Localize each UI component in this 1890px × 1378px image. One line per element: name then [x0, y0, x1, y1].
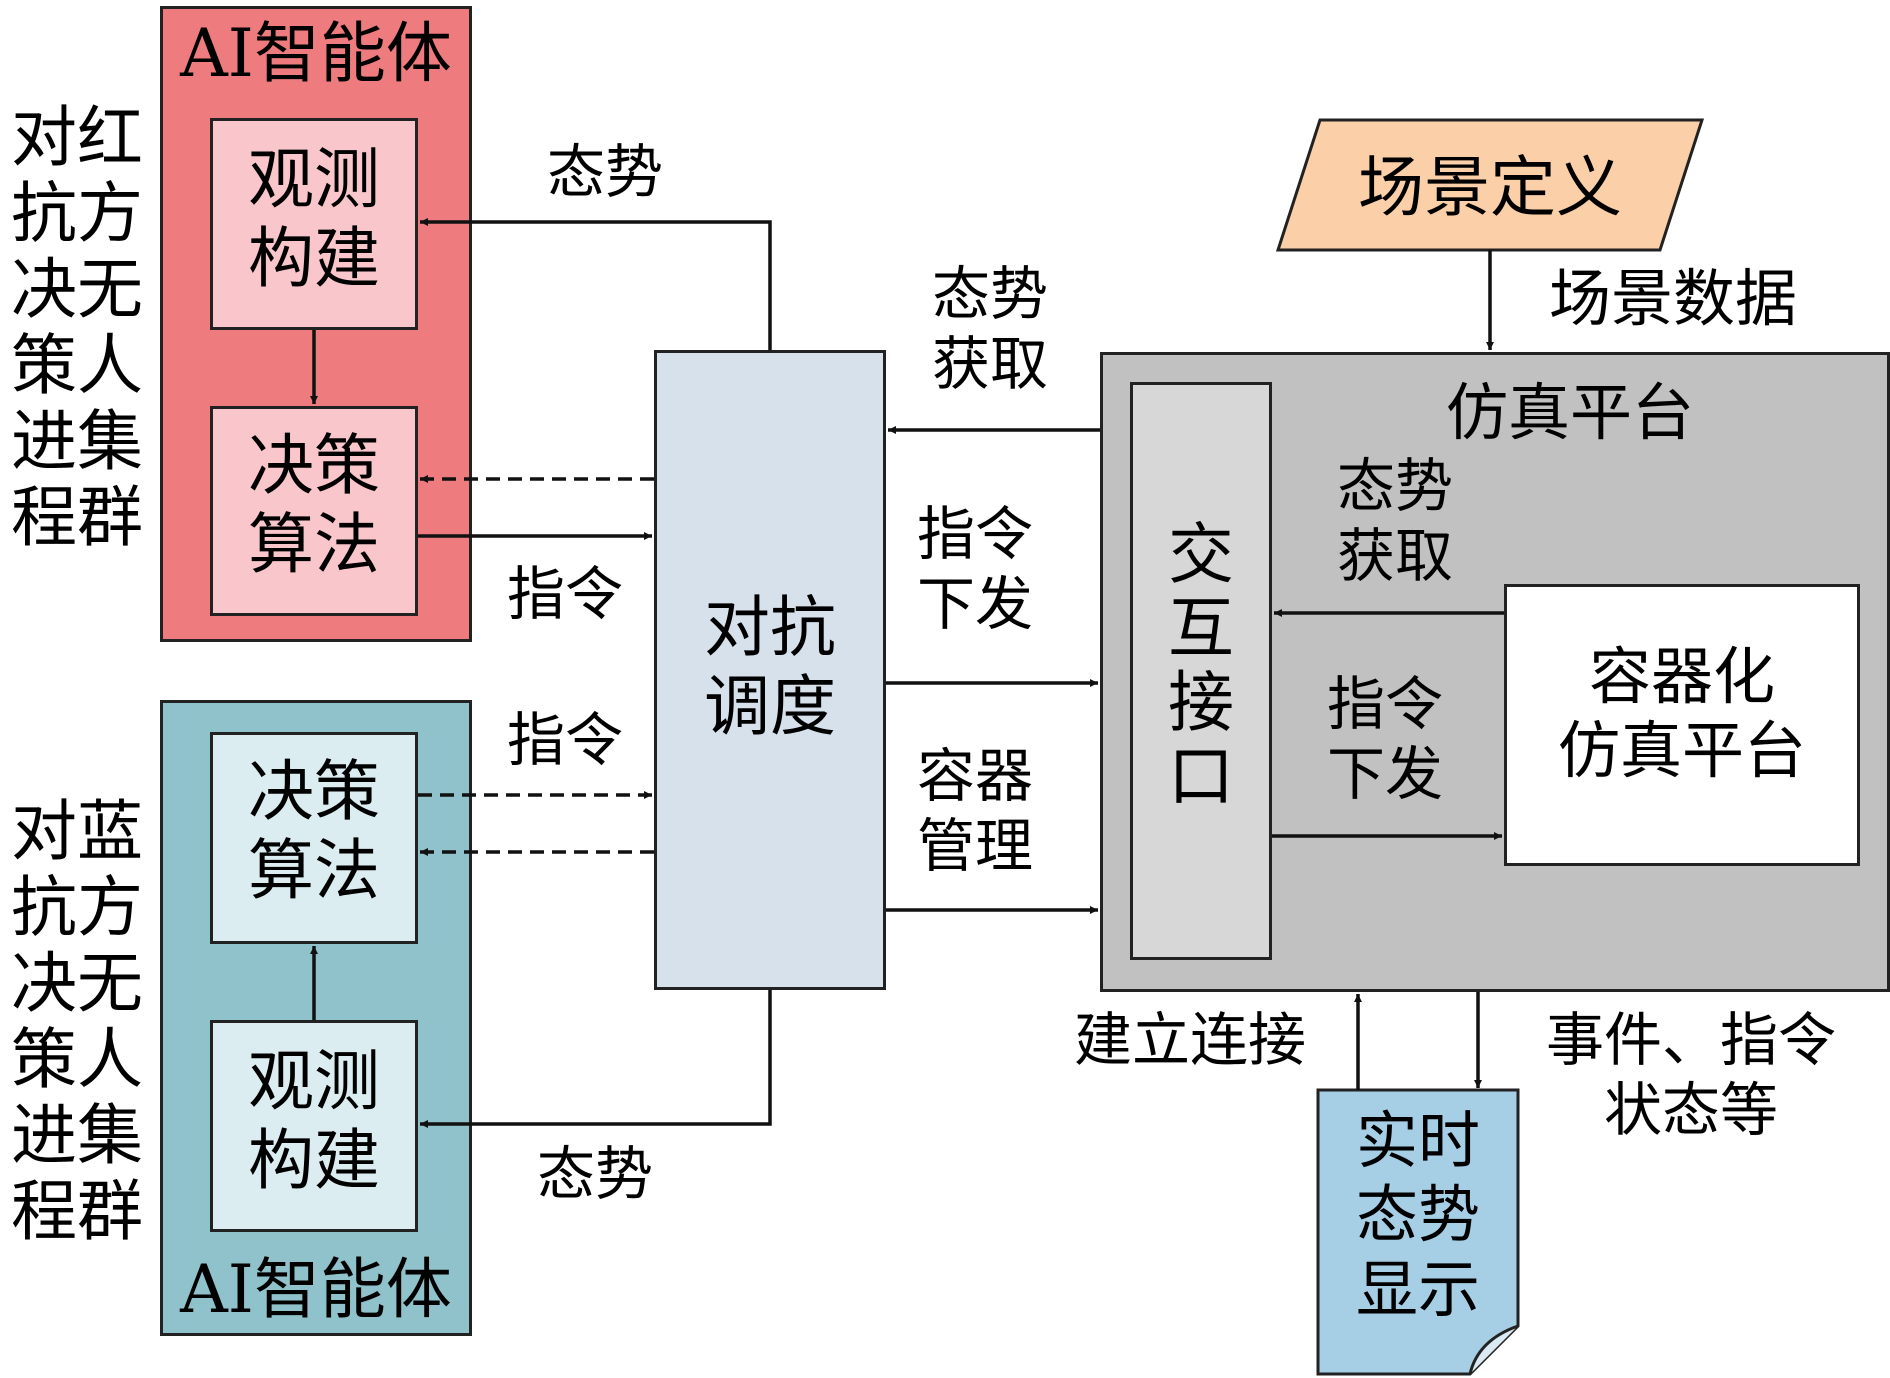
- interaction-interface-box: [1130, 382, 1272, 960]
- scenario-definition-label: 场景定义: [1358, 149, 1622, 226]
- red-situation-arrow: [420, 218, 772, 350]
- situation-acquire-label: 态势 获取: [931, 260, 1048, 398]
- label-line: 接: [1168, 664, 1234, 741]
- establish-connection-label: 建立连接: [1073, 1006, 1306, 1074]
- blue-decision-box: [210, 732, 418, 944]
- inner-command-issue-label: 指令 下发: [1326, 670, 1443, 808]
- label-line: 策人: [11, 1021, 143, 1098]
- adversarial-scheduler-box: [654, 350, 886, 990]
- realtime-display-label: 实时 态势 显示: [1355, 1104, 1480, 1326]
- label-line: 进集: [11, 1097, 143, 1174]
- interaction-interface-label: 交互接口: [1130, 518, 1272, 814]
- label-line: 策人: [11, 327, 143, 404]
- label-line: 抗方: [11, 175, 143, 252]
- label-line: 程群: [11, 1173, 143, 1250]
- inner-situation-acquire-label: 态势 获取: [1336, 452, 1453, 590]
- blue-observe-box: [210, 1020, 418, 1232]
- red-decision-box: [210, 406, 418, 616]
- label-line: 交: [1168, 516, 1234, 593]
- realtime-display-fold: [1468, 1324, 1519, 1375]
- red-ai-agent-title: AI智能体: [180, 15, 452, 92]
- red-situation-label: 态势: [546, 138, 663, 206]
- scenario-definition-shape: [1275, 118, 1705, 252]
- red-command-label: 指令: [506, 560, 623, 628]
- simulation-platform-title: 仿真平台: [1445, 376, 1694, 449]
- label-line: 进集: [11, 403, 143, 480]
- red-side-label: 对红抗方决无策人进集程群: [2, 100, 152, 556]
- command-issue-label: 指令 下发: [916, 500, 1033, 638]
- red-observe-label: 观测 构建: [248, 141, 380, 298]
- blue-observe-label: 观测 构建: [248, 1043, 380, 1200]
- blue-command-label: 指令: [506, 706, 623, 774]
- label-line: 互: [1168, 590, 1234, 667]
- label-line: 决无: [11, 251, 143, 328]
- containerized-sim-platform-box: [1504, 584, 1860, 866]
- blue-decision-label: 决策 算法: [248, 753, 380, 910]
- container-manage-label: 容器 管理: [916, 742, 1033, 880]
- blue-ai-agent-title: AI智能体: [180, 1251, 452, 1328]
- label-line: 对红: [11, 99, 143, 176]
- scenario-data-label: 场景数据: [1548, 262, 1797, 335]
- blue-situation-label: 态势: [536, 1140, 653, 1208]
- label-line: 口: [1168, 738, 1234, 815]
- blue-side-label: 对蓝抗方决无策人进集程群: [2, 794, 152, 1250]
- blue-situation-arrow: [420, 990, 772, 1128]
- label-line: 抗方: [11, 869, 143, 946]
- label-line: 决无: [11, 945, 143, 1022]
- containerized-sim-platform-label: 容器化 仿真平台: [1557, 640, 1806, 788]
- label-line: 程群: [11, 479, 143, 556]
- red-decision-label: 决策 算法: [248, 427, 380, 584]
- adversarial-scheduler-label: 对抗 调度: [704, 589, 836, 746]
- red-observe-box: [210, 118, 418, 330]
- events-commands-status-label: 事件、指令 状态等: [1545, 1006, 1836, 1144]
- label-line: 对蓝: [11, 793, 143, 870]
